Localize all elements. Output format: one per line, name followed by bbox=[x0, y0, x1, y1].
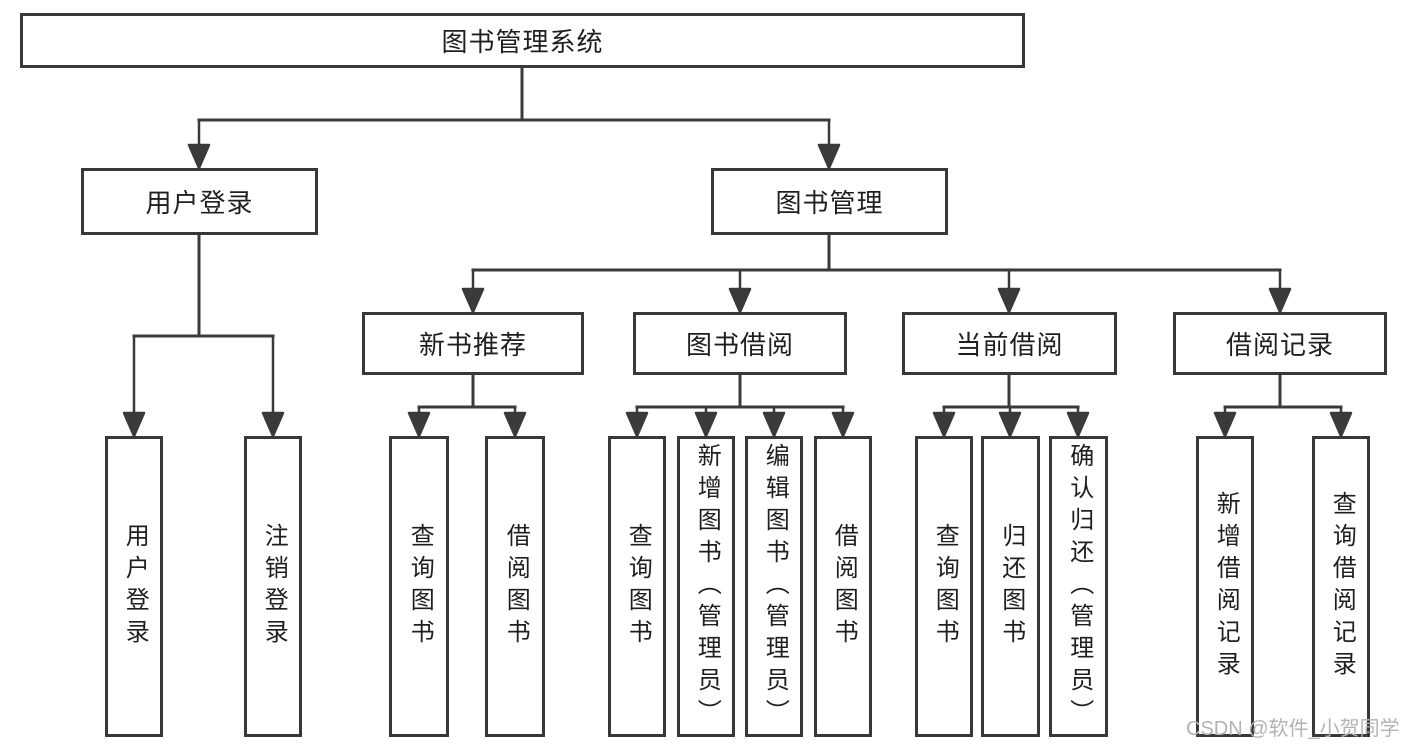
node-label: 注销登录 bbox=[260, 522, 288, 651]
leaf-current-query-books: 查询图书 bbox=[915, 436, 973, 737]
node-label: 归还图书 bbox=[997, 522, 1025, 651]
connector-arrow bbox=[1329, 405, 1353, 438]
connector-arrow bbox=[1066, 405, 1090, 438]
node-label: 当前借阅 bbox=[955, 330, 1064, 360]
node-new-book-recommend: 新书推荐 bbox=[362, 312, 584, 375]
connector-user-login-children bbox=[122, 233, 285, 438]
connector-arrow bbox=[407, 405, 431, 438]
node-root-library-management-system: 图书管理系统 bbox=[20, 13, 1025, 68]
connector-arrow bbox=[831, 405, 855, 438]
leaf-records-add-borrow-record: 新增借阅记录 bbox=[1196, 436, 1254, 737]
connector-arrow bbox=[187, 118, 211, 170]
leaf-borrow-edit-books-admin: 编辑图书（管理员） bbox=[745, 436, 803, 737]
node-label: 新增图书（管理员） bbox=[693, 442, 721, 731]
node-label: 新书推荐 bbox=[418, 330, 527, 360]
connector-arrow bbox=[762, 405, 786, 438]
leaf-current-return-books: 归还图书 bbox=[981, 436, 1040, 737]
connector-arrow bbox=[503, 405, 527, 438]
connector-arrow bbox=[728, 268, 752, 314]
node-label: 图书管理系统 bbox=[441, 27, 604, 57]
connector-arrow bbox=[461, 268, 485, 314]
node-label: 查询借阅记录 bbox=[1328, 490, 1356, 683]
leaf-current-confirm-return-admin: 确认归还（管理员） bbox=[1049, 436, 1108, 737]
leaf-logout: 注销登录 bbox=[244, 436, 302, 737]
node-label: 借阅图书 bbox=[830, 522, 858, 651]
connector-arrow bbox=[932, 405, 956, 438]
connector-current-borrow-children bbox=[932, 373, 1090, 438]
watermark: CSDN @软件_小贺同学 bbox=[1186, 718, 1400, 740]
node-label: 用户登录 bbox=[121, 522, 149, 651]
node-label: 查询图书 bbox=[931, 522, 959, 651]
connector-arrow bbox=[694, 405, 718, 438]
connector-arrow bbox=[122, 334, 146, 438]
node-label: 编辑图书（管理员） bbox=[761, 442, 789, 731]
node-label: 新增借阅记录 bbox=[1212, 490, 1240, 683]
connector-root-to-level1 bbox=[187, 66, 841, 170]
node-label: 查询图书 bbox=[624, 522, 652, 651]
connector-arrow bbox=[1268, 268, 1292, 314]
node-borrow-records: 借阅记录 bbox=[1173, 312, 1387, 375]
leaf-records-query-borrow-record: 查询借阅记录 bbox=[1312, 436, 1370, 737]
leaf-borrow-borrow-books: 借阅图书 bbox=[814, 436, 872, 737]
connector-arrow bbox=[997, 268, 1021, 314]
connector-borrow-records-children bbox=[1213, 373, 1353, 438]
node-label: 确认归还（管理员） bbox=[1065, 442, 1093, 731]
node-label: 用户登录 bbox=[145, 188, 254, 218]
connector-new-book-children bbox=[407, 373, 527, 438]
node-label: 图书管理 bbox=[775, 188, 884, 218]
leaf-newbook-borrow-books: 借阅图书 bbox=[485, 436, 545, 737]
node-book-management: 图书管理 bbox=[711, 168, 948, 235]
node-label: 查询图书 bbox=[406, 522, 434, 651]
leaf-borrow-query-books: 查询图书 bbox=[608, 436, 666, 737]
connector-arrow bbox=[817, 118, 841, 170]
leaf-user-login: 用户登录 bbox=[105, 436, 163, 737]
connector-arrow bbox=[261, 334, 285, 438]
node-user-login: 用户登录 bbox=[81, 168, 318, 235]
connector-arrow bbox=[1213, 405, 1237, 438]
node-label: 图书借阅 bbox=[685, 330, 794, 360]
connector-book-borrow-children bbox=[625, 373, 855, 438]
node-label: 借阅记录 bbox=[1225, 330, 1334, 360]
leaf-borrow-add-books-admin: 新增图书（管理员） bbox=[677, 436, 735, 737]
connector-arrow bbox=[998, 405, 1022, 438]
node-book-borrow: 图书借阅 bbox=[633, 312, 847, 375]
connector-book-management-children bbox=[461, 233, 1292, 314]
node-current-borrow: 当前借阅 bbox=[902, 312, 1117, 375]
connector-arrow bbox=[625, 405, 649, 438]
leaf-newbook-query-books: 查询图书 bbox=[389, 436, 449, 737]
node-label: 借阅图书 bbox=[502, 522, 530, 651]
